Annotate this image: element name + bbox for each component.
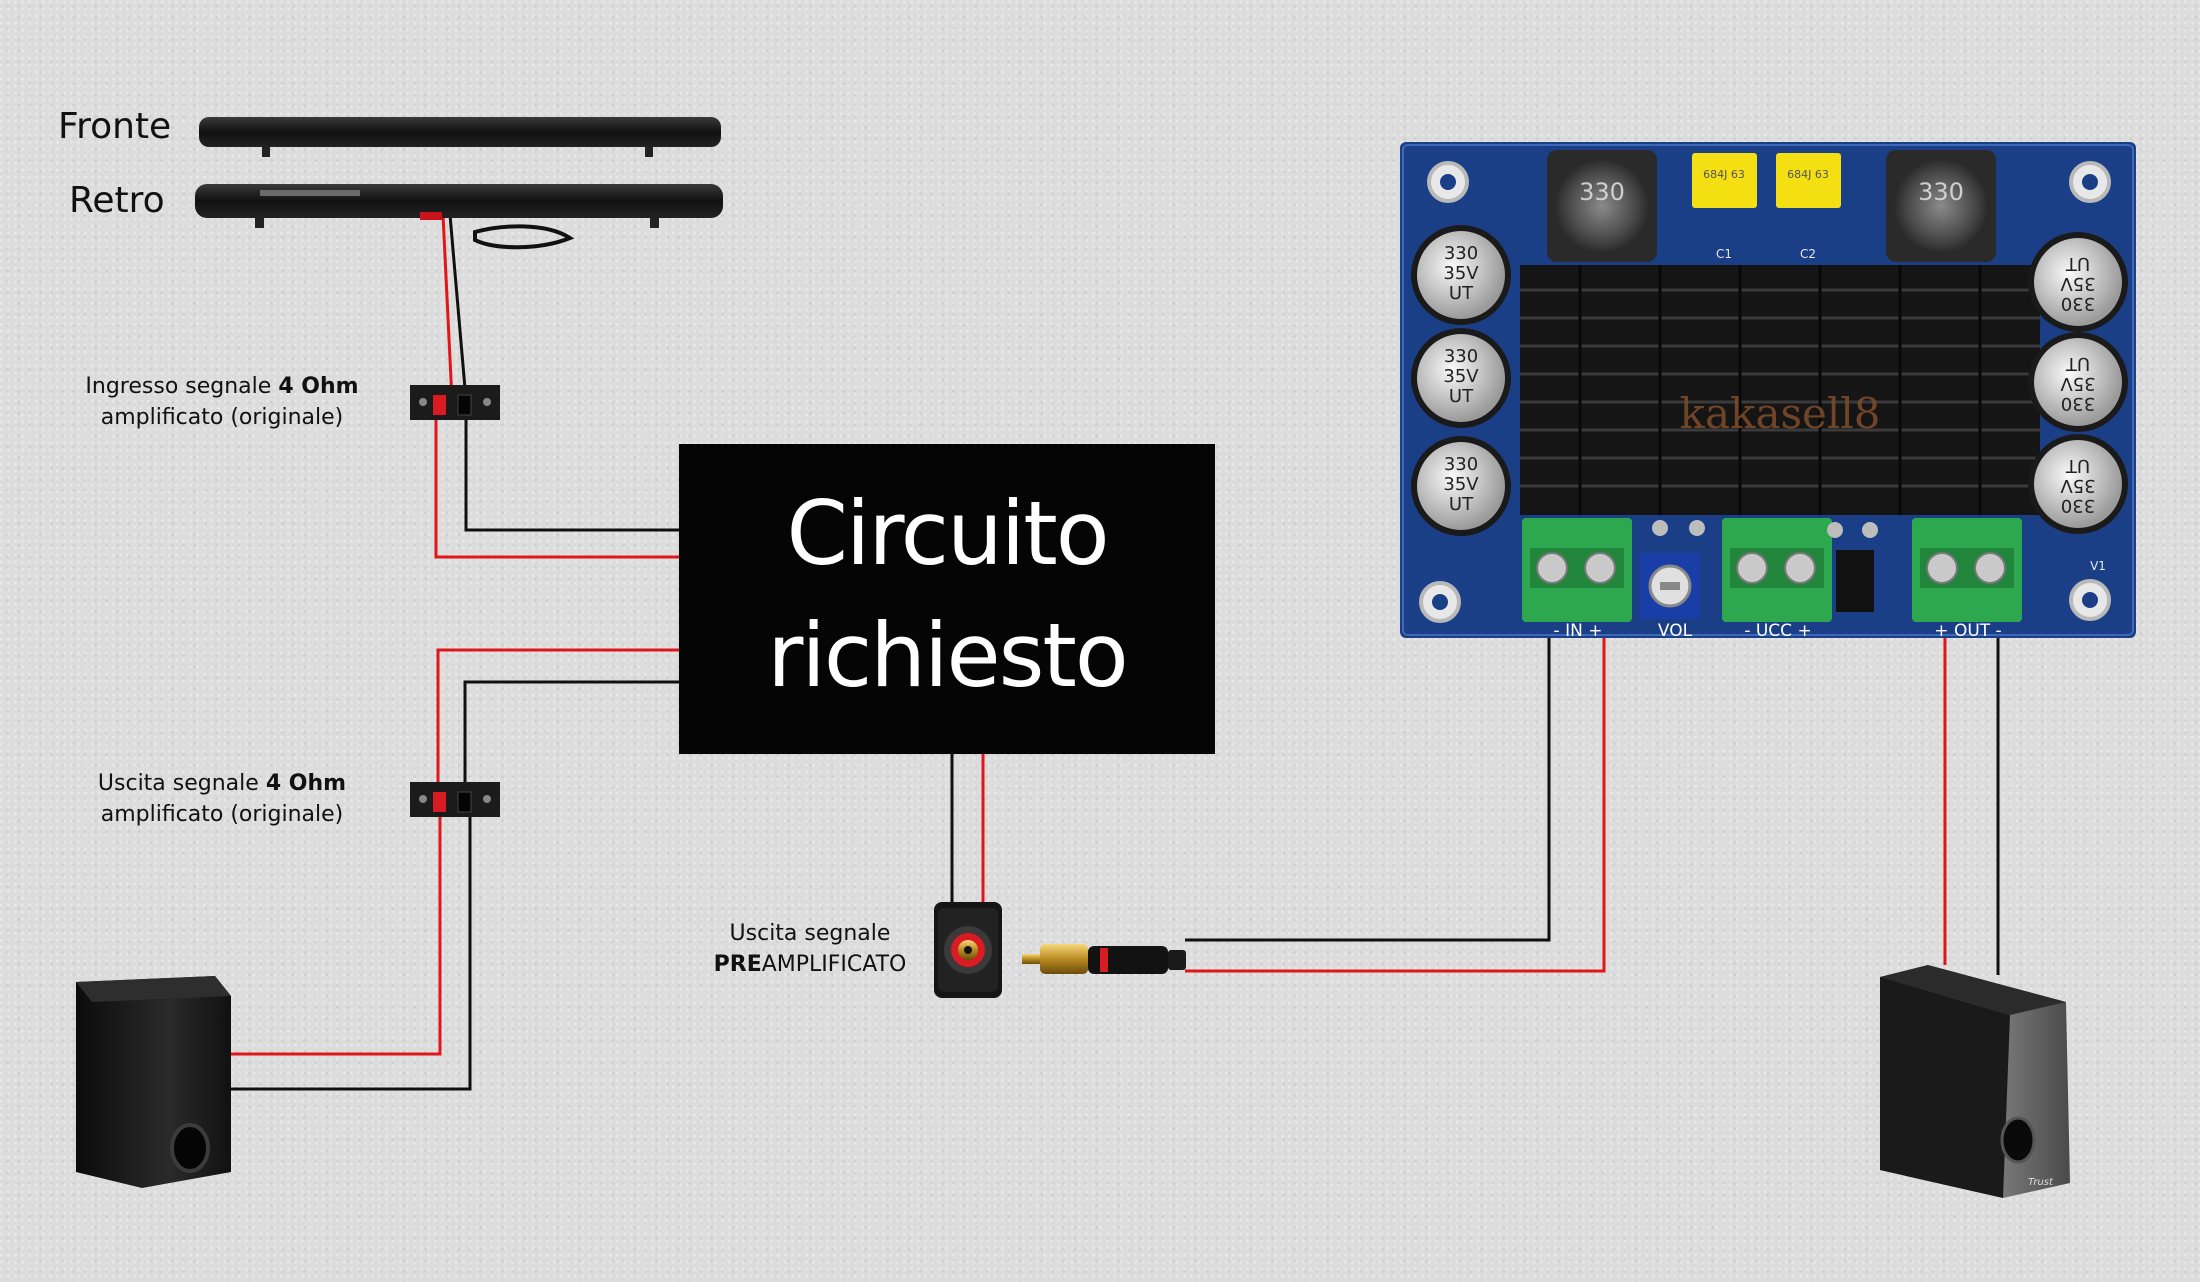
svg-text:V1: V1: [2090, 559, 2106, 573]
wire-soundbar-red: [441, 214, 454, 401]
svg-text:684J 63: 684J 63: [1703, 168, 1745, 181]
capacitor: 33035VUT: [2028, 434, 2128, 534]
capacitor: 33035VUT: [2028, 232, 2128, 332]
terminal-output: [410, 782, 500, 817]
film-capacitor-1: 684J 63: [1692, 153, 1757, 208]
wire-spk1-red: [230, 815, 442, 1056]
terminal-input: [410, 385, 500, 420]
film-capacitor-2: 684J 63: [1776, 153, 1841, 208]
svg-text:C1: C1: [1716, 247, 1732, 261]
amplifier-board: kakasell8 330 330 684J 63 684J 63 C1 C2 …: [1400, 142, 2136, 641]
speaker-left-port: [170, 1123, 210, 1173]
svg-text:C2: C2: [1800, 247, 1816, 261]
svg-text:33035VUT: 33035VUT: [1443, 243, 1479, 304]
speaker-right: Trust: [1880, 965, 2070, 1198]
soundbar: [195, 117, 723, 250]
svg-text:33035VUT: 33035VUT: [1443, 454, 1479, 515]
volume-potentiometer: [1640, 553, 1700, 619]
output-terminal-label: Uscita segnale 4 Ohm amplificato (origin…: [97, 771, 347, 827]
amp-terminal-out: [1912, 518, 2022, 622]
soundbar-back-label: Retro: [69, 180, 165, 221]
wire-spk1-black: [230, 815, 472, 1091]
heatsink: kakasell8: [1520, 265, 2040, 515]
speaker-brand-badge: Trust: [2028, 1177, 2054, 1188]
amp-terminal-power: [1722, 518, 1832, 622]
svg-text:33035VUT: 33035VUT: [1443, 346, 1479, 407]
inductor-left: 330: [1547, 150, 1657, 262]
svg-text:- IN +: - IN +: [1554, 621, 1603, 641]
wire-out-black: [463, 680, 679, 790]
speaker-left: [76, 976, 231, 1188]
ic-chip: [1836, 550, 1874, 612]
rca-plug: [1022, 944, 1186, 974]
svg-text:VOL: VOL: [1658, 621, 1693, 641]
svg-text:33035VUT: 33035VUT: [2060, 253, 2096, 314]
wiring: [230, 214, 2000, 1091]
wire-in-black: [464, 415, 679, 532]
rca-output-label: Uscita segnale PREAMPLIFICATO: [713, 921, 907, 977]
soundbar-front-label: Fronte: [58, 106, 172, 147]
circuit-box-line1: Circuito: [786, 482, 1109, 585]
wire-out-red: [436, 648, 679, 790]
board-brand: kakasell8: [1680, 389, 1881, 438]
circuit-box-line2: richiesto: [767, 604, 1129, 707]
input-terminal-label: Ingresso segnale 4 Ohm amplificato (orig…: [85, 374, 359, 430]
required-circuit-box: Circuito richiesto: [679, 444, 1215, 754]
wire-amp-in-black: [1185, 628, 1551, 942]
inductor-right: 330: [1886, 150, 1996, 262]
svg-text:330: 330: [1579, 178, 1625, 206]
capacitor: 33035VUT: [2028, 332, 2128, 432]
rca-panel-jack: [934, 902, 1002, 998]
svg-text:+ OUT -: + OUT -: [1934, 621, 2001, 641]
svg-text:33035VUT: 33035VUT: [2060, 455, 2096, 516]
svg-text:684J 63: 684J 63: [1787, 168, 1829, 181]
soundbar-back: [195, 184, 723, 250]
wire-in-red: [434, 415, 679, 559]
wire-amp-in-red: [1185, 628, 1606, 973]
soundbar-front: [199, 117, 721, 157]
svg-text:330: 330: [1918, 178, 1964, 206]
svg-text:33035VUT: 33035VUT: [2060, 353, 2096, 414]
svg-text:- UCC +: - UCC +: [1744, 621, 1811, 641]
wire-soundbar-black: [448, 214, 468, 401]
amp-terminal-in: [1522, 518, 1632, 622]
speaker-right-port: [2000, 1116, 2036, 1164]
